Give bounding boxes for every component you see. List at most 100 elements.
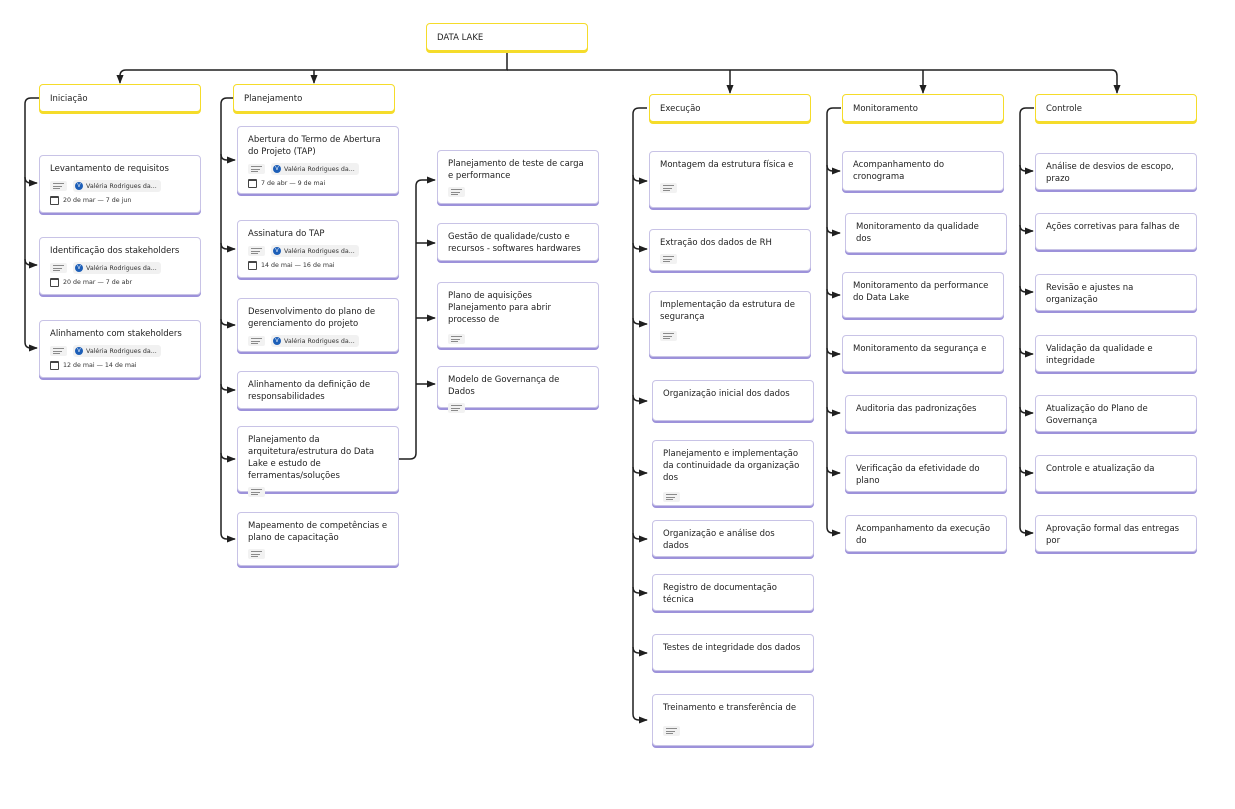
task-card[interactable]: Planejamento e implementação da continui…: [652, 440, 814, 506]
task-card[interactable]: Treinamento e transferência de: [652, 694, 814, 746]
connector: [116, 51, 508, 84]
description-icon: [448, 403, 465, 413]
task-title: Implementação da estrutura de segurança: [660, 300, 795, 322]
description-icon: [660, 183, 677, 193]
branch-monitoramento[interactable]: Monitoramento: [842, 94, 1004, 122]
subtask-card[interactable]: Modelo de Governança de Dados: [437, 366, 599, 413]
connector: [826, 347, 841, 358]
subtask-card[interactable]: Planejamento de teste de carga e perform…: [437, 150, 599, 204]
task-card[interactable]: Montagem da estrutura física e: [649, 151, 811, 208]
task-card[interactable]: Aprovação formal das entregas por: [1035, 515, 1197, 552]
task-card[interactable]: Controle e atualização da: [1035, 455, 1197, 492]
connector: [220, 318, 236, 329]
task-card[interactable]: Implementação da estrutura de segurança: [649, 291, 811, 357]
task-card[interactable]: Registro de documentação técnica: [652, 574, 814, 611]
task-title: Desenvolvimento do plano de gerenciament…: [248, 307, 376, 329]
connector: [1019, 406, 1034, 417]
task-card[interactable]: Acompanhamento da execução do: [845, 515, 1007, 552]
task-card[interactable]: Alinhamento da definição de responsabili…: [237, 371, 399, 409]
connector: [826, 226, 841, 237]
task-card[interactable]: Atualização do Plano de Governança: [1035, 395, 1197, 432]
task-dates: 20 de mar — 7 de jun: [63, 197, 132, 204]
task-card[interactable]: Monitoramento da qualidade dos: [845, 213, 1007, 253]
description-icon: [248, 246, 265, 256]
connector: [632, 107, 648, 724]
task-card[interactable]: Organização e análise dos dados: [652, 520, 814, 557]
branch-label: Monitoramento: [853, 104, 918, 114]
task-title: Organização e análise dos dados: [663, 529, 775, 551]
task-title: Registro de documentação técnica: [663, 583, 777, 605]
task-card[interactable]: Organização inicial dos dados: [652, 380, 814, 421]
connector: [1019, 164, 1034, 175]
task-card[interactable]: Ações corretivas para falhas de: [1035, 213, 1197, 250]
description-icon: [248, 164, 265, 174]
task-title: Planejamento e implementação da continui…: [663, 449, 800, 483]
subtask-card[interactable]: Plano de aquisições Planejamento para ab…: [437, 282, 599, 348]
task-card[interactable]: Monitoramento da performance do Data Lak…: [842, 272, 1004, 318]
connector: [1019, 285, 1034, 296]
task-title: Monitoramento da segurança e: [853, 344, 987, 354]
task-title: Acompanhamento da execução do: [856, 524, 991, 546]
task-card[interactable]: Análise de desvios de escopo, prazo: [1035, 153, 1197, 190]
avatar: V: [75, 347, 83, 355]
task-card[interactable]: Mapeamento de competências e plano de ca…: [237, 512, 399, 566]
connector: [632, 532, 648, 543]
task-card[interactable]: Extração dos dados de RH: [649, 229, 811, 271]
task-card[interactable]: Verificação da efetividade do plano: [845, 455, 1007, 492]
connector: [632, 174, 648, 185]
task-title: Abertura do Termo de Abertura do Projeto…: [248, 135, 381, 157]
assignee-name: Valéria Rodrigues da...: [284, 165, 355, 173]
branch-controle[interactable]: Controle: [1035, 94, 1197, 122]
task-card[interactable]: Acompanhamento do cronograma: [842, 151, 1004, 191]
connector: [826, 288, 841, 299]
task-dates: 7 de abr — 9 de mai: [261, 180, 326, 187]
task-title: Acompanhamento do cronograma: [853, 160, 945, 182]
description-icon: [663, 492, 680, 502]
task-card[interactable]: Revisão e ajustes na organização: [1035, 274, 1197, 311]
calendar-icon: [248, 179, 257, 188]
task-title: Ações corretivas para falhas de: [1046, 222, 1180, 232]
calendar-icon: [50, 361, 59, 370]
connector: [220, 153, 236, 164]
task-card[interactable]: Desenvolvimento do plano de gerenciament…: [237, 298, 399, 352]
branch-execucao[interactable]: Execução: [649, 94, 811, 122]
connector: [1019, 224, 1034, 235]
description-icon: [660, 254, 677, 264]
task-card[interactable]: Abertura do Termo de Abertura do Projeto…: [237, 126, 399, 194]
task-title: Controle e atualização da: [1046, 464, 1155, 474]
task-card[interactable]: Auditoria das padronizações: [845, 395, 1007, 432]
avatar: V: [75, 264, 83, 272]
description-icon: [660, 331, 677, 341]
avatar: V: [273, 247, 281, 255]
branch-iniciacao[interactable]: Iniciação: [39, 84, 201, 112]
connector: [632, 317, 648, 328]
connector: [220, 242, 236, 253]
branch-label: Controle: [1046, 104, 1082, 114]
root-node-label: DATA LAKE: [437, 33, 484, 43]
connector: [399, 176, 436, 460]
task-title: Planejamento da arquitetura/estrutura do…: [248, 435, 375, 481]
root-node[interactable]: DATA LAKE: [426, 23, 588, 51]
task-title: Montagem da estrutura física e: [660, 160, 794, 170]
task-title: Revisão e ajustes na organização: [1046, 283, 1134, 305]
branch-planejamento[interactable]: Planejamento: [233, 84, 395, 112]
task-card[interactable]: Validação da qualidade e integridade: [1035, 335, 1197, 372]
subtask-card[interactable]: Gestão de qualidade/custo e recursos - s…: [437, 223, 599, 261]
task-title: Validação da qualidade e integridade: [1046, 344, 1153, 366]
task-card[interactable]: Testes de integridade dos dados: [652, 634, 814, 671]
task-card[interactable]: Planejamento da arquitetura/estrutura do…: [237, 426, 399, 497]
task-title: Monitoramento da performance do Data Lak…: [853, 281, 989, 303]
task-card[interactable]: Monitoramento da segurança e: [842, 335, 1004, 372]
connector: [24, 258, 38, 269]
connector: [24, 97, 39, 352]
